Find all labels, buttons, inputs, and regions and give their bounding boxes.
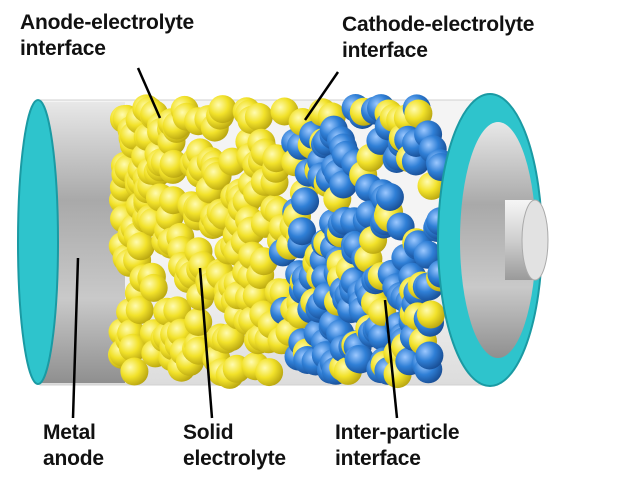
positive-terminal-top bbox=[521, 199, 549, 281]
label-line: Solid bbox=[183, 421, 234, 444]
metal-anode-label: Metal anode bbox=[43, 420, 104, 472]
yellow-particle bbox=[163, 296, 192, 325]
metal-anode-pointer bbox=[71, 257, 80, 419]
yellow-particle bbox=[118, 333, 147, 362]
label-line: anode bbox=[43, 447, 104, 470]
yellow-particle bbox=[139, 273, 168, 302]
solid-electrolyte-label: Solid electrolyte bbox=[183, 420, 286, 472]
label-line: Metal bbox=[43, 421, 96, 444]
solid-electrolyte-pointer bbox=[198, 267, 214, 419]
yellow-particle bbox=[126, 232, 155, 261]
label-line: Anode-electrolyte bbox=[20, 11, 194, 34]
label-line: Cathode-electrolyte bbox=[342, 13, 535, 36]
label-line: interface bbox=[20, 37, 106, 60]
yellow-particle bbox=[120, 357, 149, 386]
label-line: interface bbox=[342, 39, 428, 62]
label-line: Inter-particle bbox=[335, 421, 460, 444]
blue-particle bbox=[291, 187, 320, 216]
label-line: electrolyte bbox=[183, 447, 286, 470]
particle-bed bbox=[108, 94, 456, 389]
yellow-particle bbox=[244, 102, 273, 131]
anode-interface-label: Anode-electrolyte interface bbox=[20, 10, 194, 62]
label-line: interface bbox=[335, 447, 421, 470]
yellow-particle bbox=[255, 358, 284, 387]
yellow-particle bbox=[125, 296, 154, 325]
inter-particle-label: Inter-particle interface bbox=[335, 420, 460, 472]
yellow-particle bbox=[404, 99, 433, 128]
yellow-particle bbox=[416, 300, 445, 329]
cathode-interface-pointer bbox=[303, 71, 340, 121]
cathode-interface-label: Cathode-electrolyte interface bbox=[342, 12, 534, 64]
yellow-particle bbox=[208, 95, 237, 124]
yellow-particle bbox=[159, 149, 188, 178]
right-cap-plate bbox=[460, 122, 536, 358]
blue-particle bbox=[415, 341, 444, 370]
left-cap bbox=[17, 99, 59, 385]
blue-particle bbox=[375, 183, 404, 211]
inter-particle-pointer bbox=[383, 299, 399, 419]
blue-particle bbox=[288, 217, 316, 246]
anode-interface-pointer bbox=[136, 67, 162, 119]
